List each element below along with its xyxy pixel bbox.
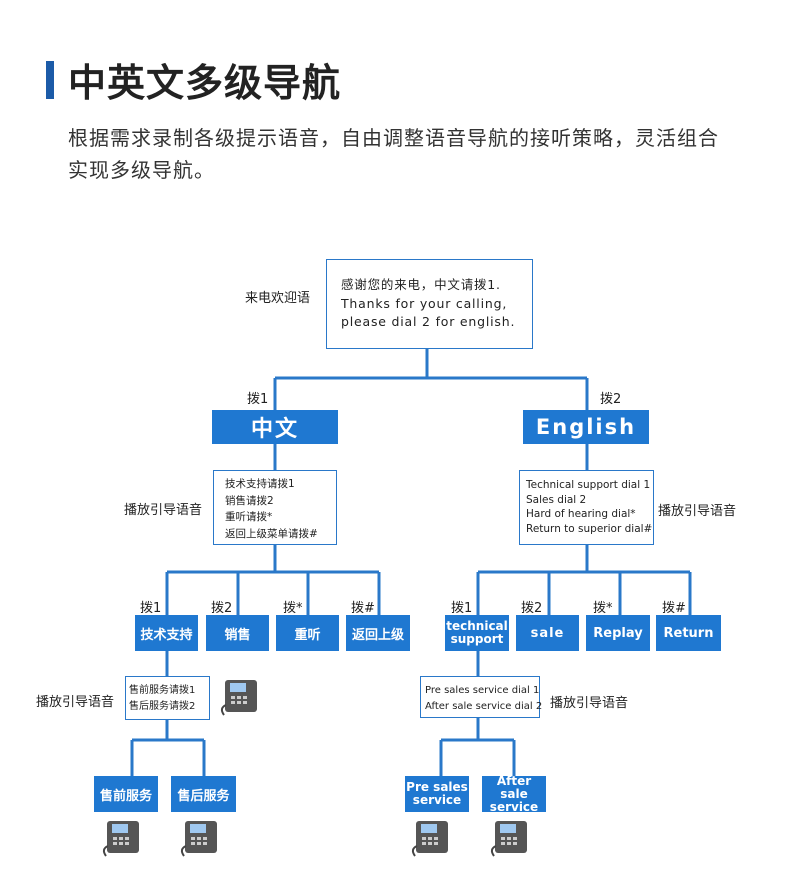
chinese-prompt-box: 技术支持请拨1 销售请拨2 重听请拨* 返回上级菜单请拨# <box>213 470 337 545</box>
option-pre-sales: 售前服务 <box>94 776 158 812</box>
english-sub-prompt-box: Pre sales service dial 1 After sale serv… <box>420 676 543 718</box>
option-pre-sales-en: Pre sales service <box>405 776 469 812</box>
prompt-line: Pre sales service dial 1 <box>425 685 540 696</box>
desk-phone-icon <box>411 821 448 857</box>
option-after-sales: 售后服务 <box>171 776 236 812</box>
chinese-sub-prompt-label: 播放引导语音 <box>36 695 115 710</box>
welcome-message-box: 感谢您的来电，中文请拨1. Thanks for your calling, p… <box>326 259 533 349</box>
dial-label: 拨# <box>662 601 686 616</box>
option-after-sales-en: After sale service <box>482 774 546 813</box>
english-prompt-box: Technical support dial 1 Sales dial 2 Ha… <box>519 470 654 545</box>
chinese-prompt-label: 播放引导语音 <box>124 503 203 518</box>
desk-phone-icon <box>490 821 527 857</box>
prompt-line: 售后服务请拨2 <box>129 701 196 712</box>
prompt-line: Technical support dial 1 <box>526 479 651 491</box>
chinese-dial-label: 拨1 <box>247 392 269 407</box>
dial-label: 拨# <box>351 601 375 616</box>
option-technical-support: technical support <box>445 615 509 651</box>
welcome-label: 来电欢迎语 <box>245 291 311 306</box>
title-accent-bar <box>46 61 54 99</box>
prompt-line: 售前服务请拨1 <box>129 685 196 696</box>
option-return: 返回上级 <box>346 615 410 651</box>
desk-phone-icon <box>220 680 257 716</box>
prompt-line: 重听请拨* <box>225 511 273 523</box>
option-replay: 重听 <box>276 615 339 651</box>
prompt-line: Sales dial 2 <box>526 493 587 506</box>
welcome-line: please dial 2 for english. <box>341 314 516 329</box>
prompt-line: Hard of hearing dial* <box>526 508 636 520</box>
prompt-line: 返回上级菜单请拨# <box>225 527 318 540</box>
english-prompt-label: 播放引导语音 <box>658 504 737 519</box>
dial-label: 拨2 <box>211 601 233 616</box>
option-replay-en: Replay <box>586 615 650 651</box>
prompt-line: 技术支持请拨1 <box>225 478 295 490</box>
english-dial-label: 拨2 <box>600 392 622 407</box>
option-sale: sale <box>516 615 579 651</box>
chinese-menu-node: 中文 <box>212 410 338 444</box>
english-sub-prompt-label: 播放引导语音 <box>550 696 629 711</box>
prompt-line: 销售请拨2 <box>225 494 274 507</box>
dial-label: 拨1 <box>140 601 162 616</box>
page-description: 根据需求录制各级提示语音，自由调整语音导航的接听策略，灵活组合实现多级导航。 <box>68 126 719 182</box>
dial-label: 拨* <box>593 601 613 616</box>
prompt-line: Return to superior dial# <box>526 522 653 535</box>
chinese-sub-prompt-box: 售前服务请拨1 售后服务请拨2 <box>125 676 210 720</box>
welcome-line: 感谢您的来电，中文请拨1. <box>341 277 501 292</box>
desk-phone-icon <box>180 821 217 857</box>
page-title: 中英文多级导航 <box>68 61 342 105</box>
dial-label: 拨* <box>283 601 303 616</box>
dial-label: 拨2 <box>521 601 543 616</box>
english-menu-node: English <box>523 410 649 444</box>
welcome-line: Thanks for your calling, <box>341 295 508 311</box>
desk-phone-icon <box>102 821 139 857</box>
dial-label: 拨1 <box>451 601 473 616</box>
option-return-en: Return <box>656 615 721 651</box>
prompt-line: After sale service dial 2 <box>425 701 543 712</box>
option-sales: 销售 <box>206 615 269 651</box>
option-tech-support: 技术支持 <box>135 615 198 651</box>
